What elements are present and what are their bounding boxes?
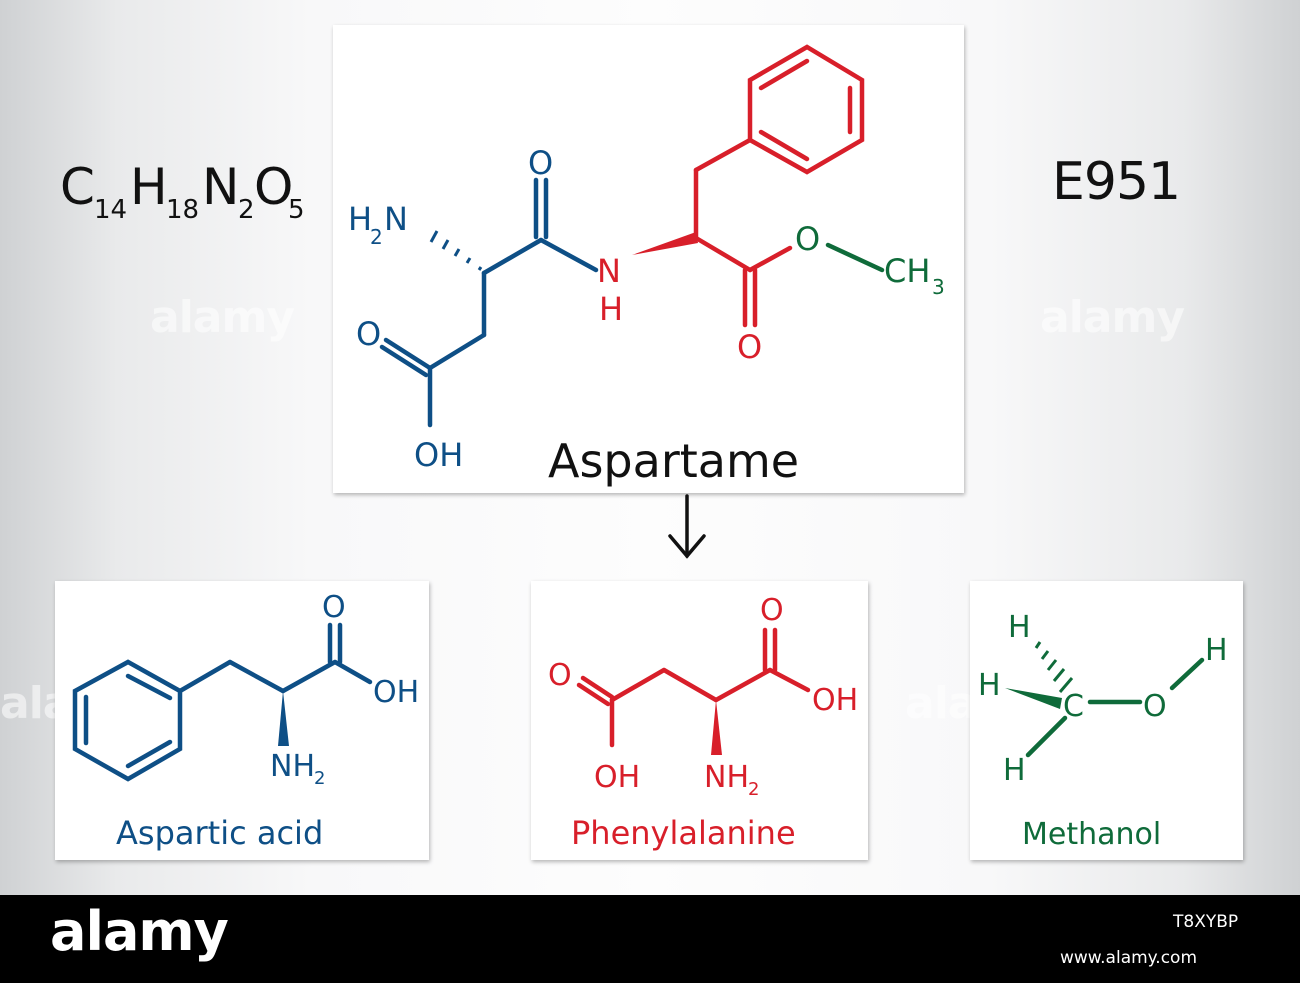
hashed-wedge (1034, 641, 1074, 693)
svg-text:H: H (1205, 633, 1228, 668)
footer-bar (0, 895, 1300, 983)
svg-text:O: O (795, 220, 820, 258)
svg-text:C: C (1063, 689, 1084, 724)
svg-text:14: 14 (94, 195, 127, 225)
bond (481, 237, 544, 276)
svg-text:5: 5 (288, 195, 305, 225)
svg-text:H: H (130, 158, 168, 216)
svg-text:18: 18 (166, 195, 199, 225)
alamy-logo: alamy (50, 900, 229, 963)
bond (609, 667, 667, 703)
svg-text:CH: CH (884, 252, 930, 290)
aspartame-title: Aspartame (548, 434, 799, 488)
svg-text:2: 2 (314, 768, 325, 789)
aspartame-structure: H 2 N O O OH (348, 44, 945, 488)
bond (125, 673, 173, 701)
bond (747, 245, 793, 273)
product-panel-aspartic-acid: O OH NH 2 Aspartic acid (55, 581, 429, 860)
svg-text:3: 3 (932, 275, 945, 299)
svg-text:2: 2 (748, 779, 759, 800)
methanol-structure: H H C O H H Methanol (978, 610, 1228, 852)
svg-text:NH: NH (270, 749, 315, 784)
reaction-arrow (668, 494, 706, 559)
bond (280, 659, 338, 694)
svg-text:O: O (254, 158, 293, 216)
bond (227, 659, 286, 694)
svg-text:C: C (60, 158, 95, 216)
image-id: T8XYBP (1173, 912, 1239, 932)
svg-text:OH: OH (373, 675, 419, 710)
bond (1025, 715, 1068, 758)
bond (125, 739, 173, 769)
solid-wedge (1005, 688, 1062, 709)
svg-text:O: O (322, 590, 346, 625)
bond (576, 682, 611, 707)
svg-text:N: N (202, 158, 239, 216)
benzene-ring (747, 44, 865, 175)
svg-text:OH: OH (594, 760, 640, 795)
benzene-ring (72, 659, 183, 782)
aspartic-acid-structure: O OH NH 2 Aspartic acid (72, 590, 419, 852)
bond (383, 337, 433, 371)
bond (767, 667, 811, 693)
svg-text:O: O (1143, 689, 1167, 724)
svg-text:2: 2 (370, 225, 383, 249)
molecular-formula: C 14 H 18 N 2 O 5 (60, 158, 305, 225)
svg-text:O: O (760, 593, 784, 628)
bond (693, 235, 753, 273)
svg-text:OH: OH (414, 436, 463, 474)
bond (538, 237, 599, 273)
footer-url[interactable]: www.alamy.com (1060, 948, 1198, 968)
svg-text:NH: NH (704, 760, 749, 795)
phenylalanine-structure: O O OH OH NH 2 Phenylalanine (548, 593, 858, 852)
bond (427, 332, 487, 371)
svg-text:2: 2 (238, 195, 255, 225)
product-name-phenylalanine: Phenylalanine (571, 814, 796, 852)
svg-text:OH: OH (812, 683, 858, 718)
e-number: E951 (1052, 152, 1181, 212)
svg-text:H: H (599, 290, 623, 328)
svg-text:N: N (597, 252, 621, 290)
watermark: alamy (1040, 292, 1185, 343)
svg-text:H: H (1003, 753, 1026, 788)
svg-text:N: N (384, 200, 408, 238)
product-name-methanol: Methanol (1022, 817, 1161, 852)
svg-text:O: O (737, 328, 762, 366)
product-panel-phenylalanine: O O OH OH NH 2 Phenylalanine (531, 581, 868, 860)
bond (379, 344, 429, 378)
bond (693, 137, 753, 173)
bond (580, 675, 615, 700)
svg-text:H: H (1008, 610, 1031, 645)
bond (758, 129, 810, 162)
watermark: alamy (150, 292, 295, 343)
bond (177, 659, 233, 694)
solid-wedge (711, 700, 722, 755)
hashed-wedge (429, 230, 483, 271)
svg-text:O: O (548, 658, 572, 693)
svg-text:O: O (356, 315, 381, 353)
product-panel-methanol: H H C O H H Methanol (970, 581, 1243, 860)
bond (1169, 657, 1205, 691)
svg-text:H: H (348, 200, 372, 238)
diagram-canvas: alamy alamy alamy alamy C 14 H 18 N 2 O … (0, 0, 1300, 895)
bond (332, 659, 373, 685)
bond (758, 58, 810, 91)
aspartame-panel: H 2 N O O OH (333, 25, 964, 493)
product-name-aspartic-acid: Aspartic acid (116, 814, 323, 852)
bond (661, 667, 719, 703)
solid-wedge (632, 232, 698, 255)
solid-wedge (278, 691, 289, 746)
bond (713, 667, 773, 703)
bond (825, 242, 885, 273)
svg-text:O: O (528, 144, 553, 182)
svg-text:H: H (978, 668, 1001, 703)
